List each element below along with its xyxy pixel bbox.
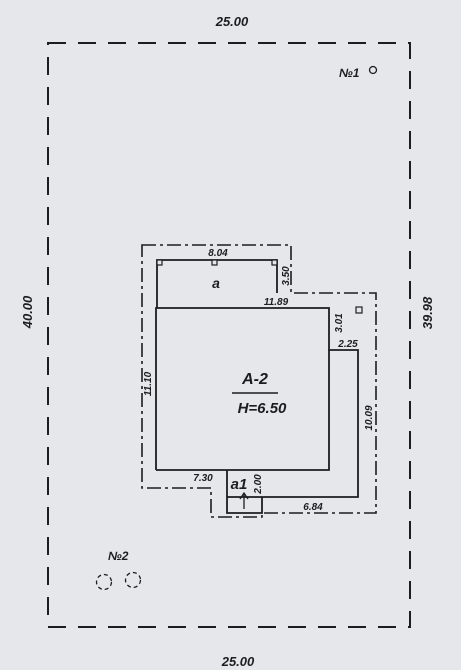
dim-step-depth: 3.01: [334, 313, 345, 333]
plot-boundary: [47, 42, 411, 628]
plot-bottom-length: 25.00: [221, 654, 255, 669]
annex-post: [271, 259, 278, 266]
plot-left-length: 40.00: [20, 295, 35, 329]
main-building-inner: [156, 350, 330, 471]
survey-point-2-label: №2: [108, 549, 129, 563]
dim-main-bottom: 7.30: [193, 473, 213, 484]
building-height-label: Н=6.50: [238, 400, 287, 417]
dim-step-width: 2.25: [337, 339, 358, 350]
dim-porch-depth: 2.00: [253, 474, 264, 495]
dim-east-side: 10.09: [364, 405, 375, 430]
survey-point-1-icon: [368, 65, 378, 75]
plot-top-length: 25.00: [215, 14, 249, 29]
dim-annex-width: 8.04: [208, 248, 228, 259]
main-building-label: А-2: [241, 371, 268, 388]
dim-south-strip: 6.84: [303, 502, 323, 513]
porch-label: а1: [231, 476, 248, 493]
plot-right-length: 39.98: [420, 296, 435, 329]
dim-annex-depth: 3.50: [281, 266, 292, 286]
annex-label: а: [212, 275, 220, 291]
tree-icon: [95, 573, 113, 591]
survey-point-1-label: №1: [339, 66, 360, 80]
chimney-marker: [355, 306, 363, 314]
dim-main-left: 11.10: [143, 371, 154, 396]
annex-post: [156, 259, 163, 266]
porch-arrow-icon: [239, 491, 249, 509]
dim-main-top: 11.89: [264, 297, 289, 308]
tree-icon: [124, 571, 142, 589]
building-outer-contour: [141, 244, 377, 518]
annex-post: [211, 259, 218, 266]
